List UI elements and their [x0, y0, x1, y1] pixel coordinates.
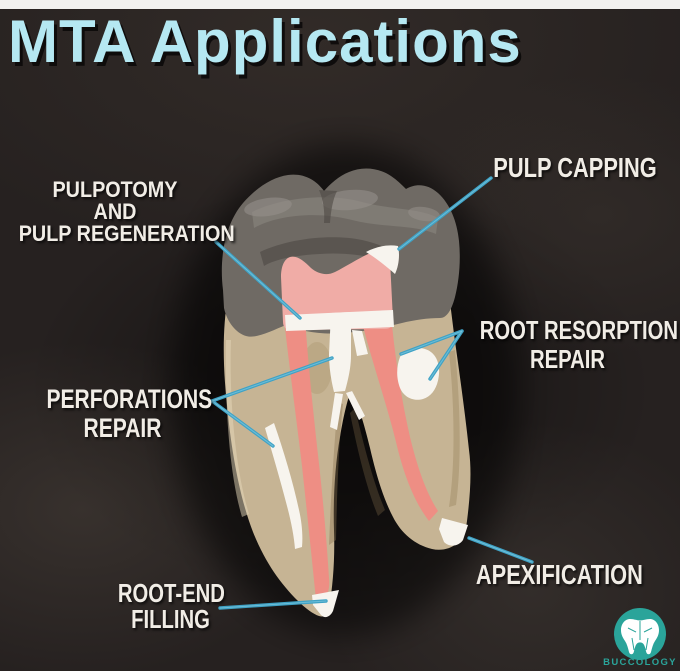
- leader-highlight: [211, 400, 274, 447]
- label-line: REPAIR: [529, 344, 606, 374]
- leader-lines: [210, 176, 534, 610]
- label-line: PERFORATIONS: [46, 384, 213, 414]
- mta-central-strip: [329, 312, 351, 392]
- label-line: APEXIFICATION: [475, 559, 643, 590]
- mta-furcation-prong-right: [346, 391, 365, 420]
- mta-apex-filling-distal: [439, 518, 468, 546]
- mta-root-end-filling-mesial: [312, 590, 339, 618]
- mta-resorption-repair-patch: [397, 347, 440, 400]
- leader-highlight: [219, 600, 327, 609]
- leader-highlight: [400, 330, 463, 355]
- label-line: PULP REGENERATION: [18, 221, 235, 246]
- label-line: REPAIR: [83, 413, 162, 443]
- cusp-highlight-right: [408, 206, 440, 222]
- label-line: ROOT RESORPTION: [479, 315, 679, 345]
- leader-highlight: [211, 357, 333, 402]
- occlusal-groove-shadow: [319, 190, 337, 223]
- label-line: PULPOTOMY: [52, 177, 178, 202]
- label-line: ROOT-END: [117, 578, 225, 608]
- mta-furcation-prong-left: [330, 393, 343, 430]
- brand-name: BUCCOLOGY: [603, 657, 677, 668]
- tooth-icon-mosaic-lines: [627, 621, 653, 651]
- mta-pulp-cap: [366, 245, 399, 274]
- dentin-shading-inner-left: [329, 402, 343, 545]
- label-perforations-repair: PERFORATIONS REPAIR: [25, 385, 220, 443]
- occlusal-shadow-band: [260, 237, 399, 266]
- label-pulp-capping: PULP CAPPING: [470, 154, 680, 182]
- cusp-highlight-left: [244, 197, 292, 217]
- cusp-highlight-center: [322, 189, 378, 211]
- label-root-resorption-repair: ROOT RESORPTION REPAIR: [455, 316, 680, 374]
- root-edge-highlight: [225, 340, 249, 517]
- label-apexification: APEXIFICATION: [455, 561, 645, 589]
- top-white-bar: [0, 0, 680, 9]
- label-root-end-filling: ROOT-END FILLING: [103, 580, 238, 632]
- mta-perforation-repair-strip: [265, 423, 303, 549]
- leader-highlight: [468, 537, 533, 563]
- buccology-logo: [614, 608, 666, 660]
- pulp-chamber: [281, 250, 393, 330]
- label-line: PULP CAPPING: [493, 152, 657, 183]
- leader-highlight: [429, 330, 463, 380]
- label-line: AND: [93, 199, 137, 224]
- label-line: FILLING: [131, 604, 210, 634]
- leader-highlight: [398, 177, 492, 250]
- label-pulpotomy-pulp-regeneration: PULPOTOMY AND PULP REGENERATION: [8, 177, 235, 246]
- root-canal-mesial: [284, 318, 330, 600]
- leader-highlight: [215, 241, 301, 319]
- root-edge-shadow: [449, 350, 460, 507]
- dentin-shading-inner-right: [350, 408, 385, 516]
- enamel-highlight-band: [252, 197, 438, 234]
- page-title: MTA Applications: [8, 8, 522, 75]
- root-canal-distal: [363, 325, 438, 521]
- mta-canal-edge-strip: [352, 330, 368, 356]
